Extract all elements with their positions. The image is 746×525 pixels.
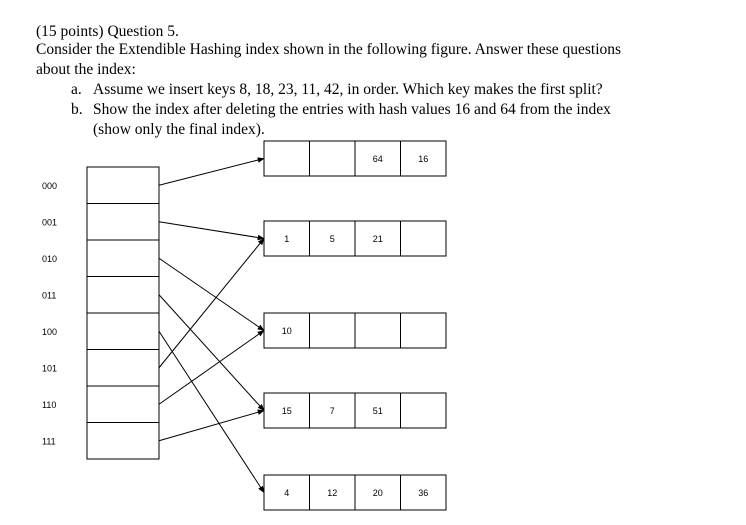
pointer-000-to-bucket-1: [158, 157, 265, 186]
directory-slot-111: [86, 422, 160, 460]
bucket-entry: 1: [284, 234, 289, 244]
bucket-entry: 4: [284, 488, 289, 498]
directory-label-111: 111: [42, 437, 56, 447]
bucket-entry: 10: [282, 326, 292, 336]
bucket-2-slot-4: [400, 220, 447, 257]
bucket-5-slot-4: [400, 474, 447, 511]
directory-slot-000: [86, 166, 160, 204]
bucket-1: 64 16: [263, 140, 447, 177]
bucket-entry: 20: [373, 488, 383, 498]
bucket-1-slot-2: [309, 140, 356, 177]
question-intro-line2: about the index:: [36, 61, 136, 78]
directory: [86, 166, 160, 460]
bucket-1-slot-1: [263, 140, 310, 177]
directory-slot-100: [86, 312, 160, 350]
bucket-entry: 21: [373, 234, 383, 244]
directory-label-000: 000: [42, 181, 57, 191]
directory-label-001: 001: [42, 218, 57, 228]
bucket-3-slot-3: [354, 312, 401, 349]
directory-label-110: 110: [42, 400, 56, 410]
directory-slot-110: [86, 385, 160, 423]
directory-slot-011: [86, 276, 160, 314]
pointer-011-to-bucket-4: [158, 294, 265, 412]
bucket-1-slot-4: [400, 140, 447, 177]
pointer-100-to-bucket-5: [158, 330, 265, 494]
bucket-entry: 16: [418, 154, 428, 164]
part-a-text: Assume we insert keys 8, 18, 23, 11, 42,…: [93, 81, 603, 98]
pointer-110-to-bucket-3: [158, 330, 265, 405]
directory-label-101: 101: [42, 364, 57, 374]
pointer-111-to-bucket-4: [158, 409, 265, 442]
pointer-101-to-bucket-2: [158, 237, 265, 369]
bucket-entry: 51: [373, 406, 383, 416]
bucket-entry: 15: [282, 406, 292, 416]
directory-slot-101: [86, 349, 160, 387]
bucket-entry: 64: [373, 154, 383, 164]
pointer-001-to-bucket-2: [158, 221, 265, 241]
bucket-entry: 5: [330, 234, 335, 244]
part-a-marker: a.: [71, 81, 82, 98]
question-header: (15 points) Question 5.: [36, 23, 179, 40]
bucket-4-slot-4: [400, 392, 447, 429]
bucket-3-slot-4: [400, 312, 447, 349]
bucket-entry: 7: [330, 406, 335, 416]
part-b-text-line2: (show only the final index).: [93, 121, 265, 138]
bucket-5: 4 12 20 36: [263, 474, 447, 511]
part-b-text-line1: Show the index after deleting the entrie…: [93, 101, 611, 118]
question-intro-line1: Consider the Extendible Hashing index sh…: [36, 41, 622, 58]
part-b-marker: b.: [71, 101, 83, 118]
directory-label-010: 010: [42, 254, 57, 264]
directory-slot-001: [86, 203, 160, 241]
directory-label-011: 011: [42, 291, 56, 301]
bucket-entry: 12: [327, 488, 337, 498]
pointers: [158, 157, 265, 494]
bucket-4: 15 7 51: [263, 392, 447, 429]
bucket-3: 10: [263, 312, 447, 349]
bucket-entry: 36: [418, 488, 428, 498]
directory-slot-010: [86, 239, 160, 277]
directory-labels: 000 001 010 011 100 101 110 111: [42, 181, 57, 447]
pointer-010-to-bucket-3: [158, 257, 265, 331]
bucket-3-slot-2: [309, 312, 356, 349]
directory-label-100: 100: [42, 327, 57, 337]
